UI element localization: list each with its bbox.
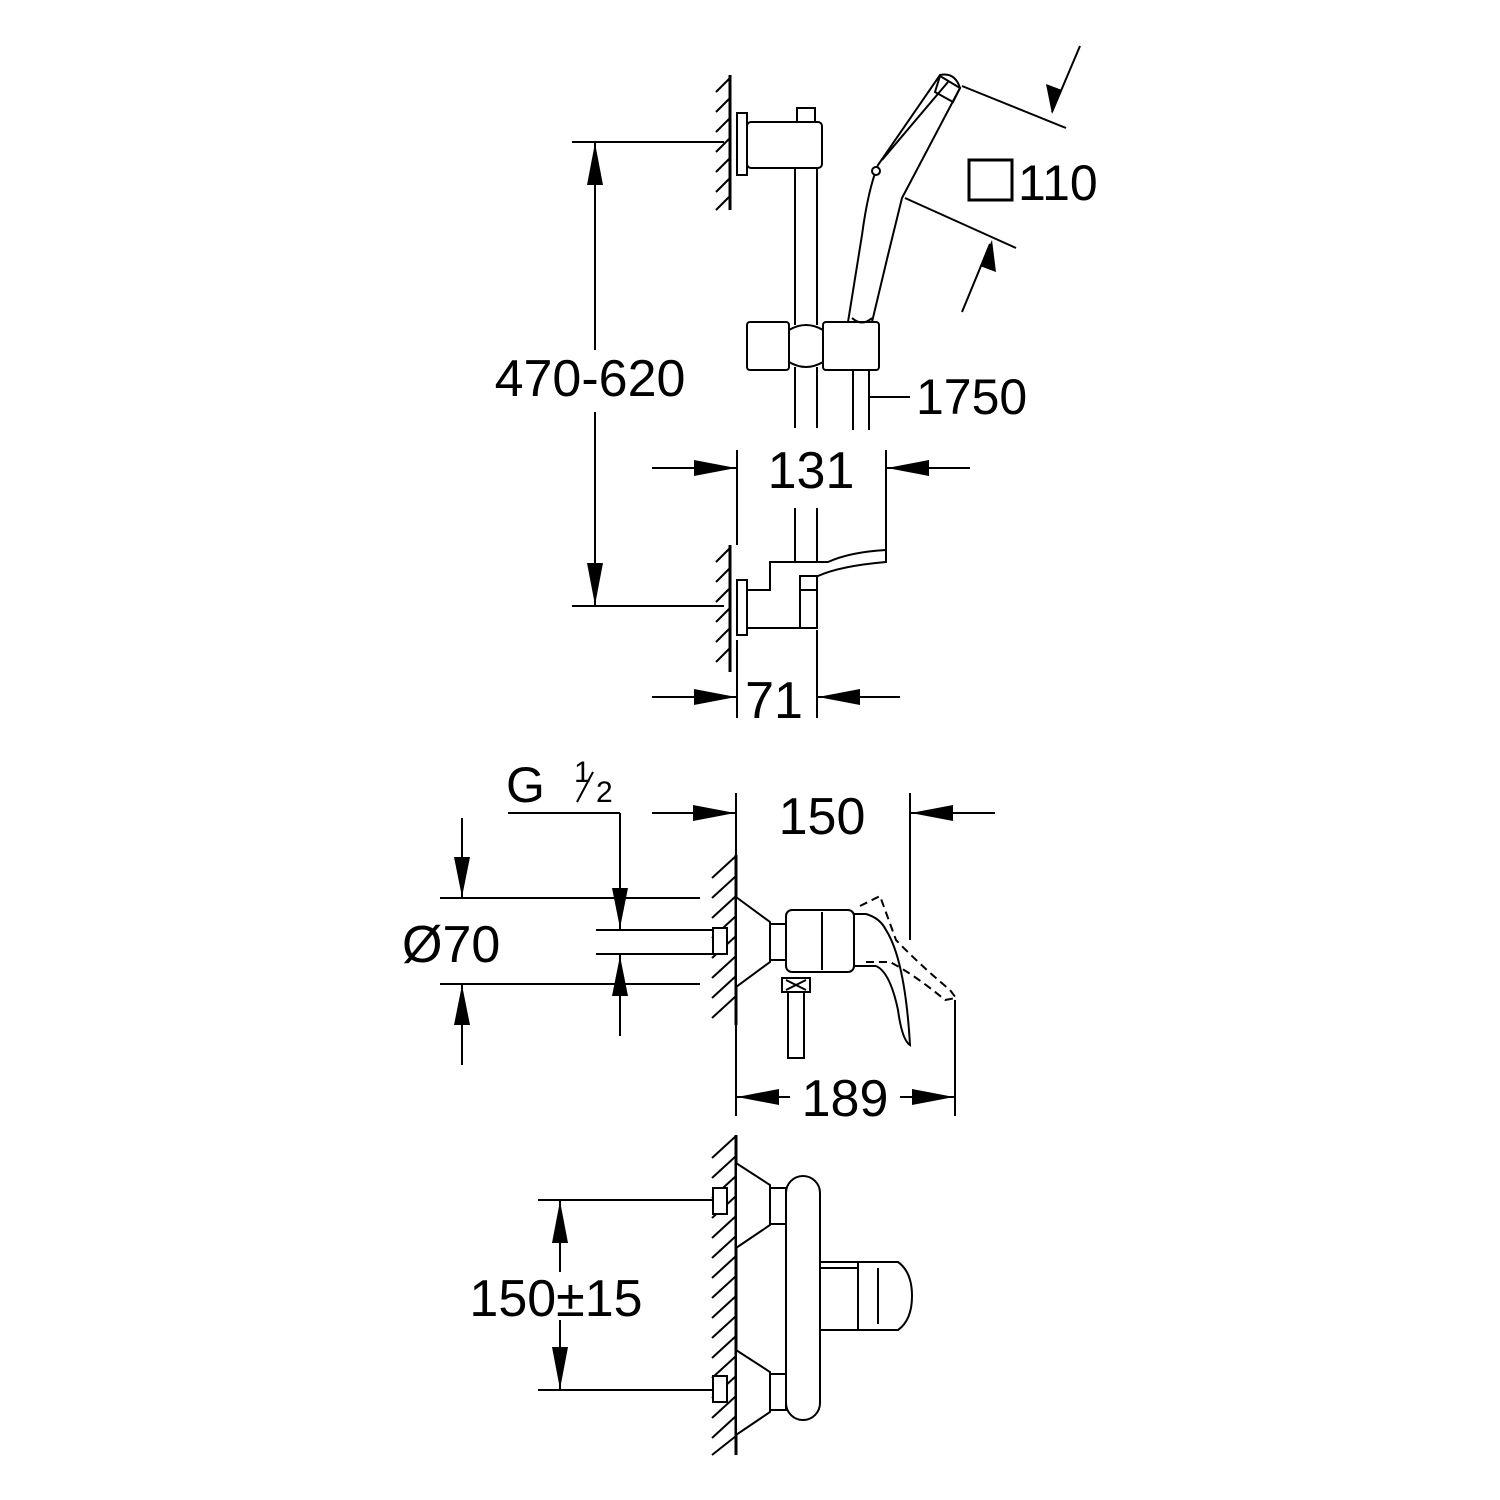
dim-rosette-diameter <box>440 818 700 1065</box>
wall-mount-depth-label: 71 <box>745 672 803 730</box>
lower-rosette <box>735 1348 771 1437</box>
thread-denominator: 2 <box>596 776 613 809</box>
lever <box>853 913 912 1047</box>
dim-mixer-projection-lever <box>735 1000 956 1116</box>
upper-bracket <box>746 121 823 169</box>
hose-length-label: 1750 <box>916 369 1027 425</box>
lower-inlet-nut <box>712 1375 728 1403</box>
inlet-spacing-label: 150±15 <box>469 1270 642 1328</box>
rosette <box>735 895 771 989</box>
cartridge-housing <box>819 1261 859 1331</box>
mixer-projection-body-label: 150 <box>779 788 866 846</box>
lever-front <box>857 1261 914 1331</box>
mixer-front-view <box>711 1135 914 1456</box>
upper-inlet-nut <box>712 1187 728 1215</box>
lever-open-position <box>859 894 958 1002</box>
square-symbol <box>967 158 1014 202</box>
upper-bracket-rosette <box>736 112 748 176</box>
rail-height-label: 470-620 <box>495 350 686 408</box>
wall-hatch-lower <box>715 545 732 672</box>
thread-numerator: 1 <box>574 756 591 789</box>
upper-bracket-cap <box>796 107 816 123</box>
thread-letter: G <box>506 757 545 813</box>
dim-handshower-size <box>904 45 1081 313</box>
lower-bracket-rosette <box>736 579 748 636</box>
wall-hatch-bottom <box>711 1135 738 1456</box>
upper-rosette <box>735 1161 771 1250</box>
thread-fraction-slash <box>576 771 594 803</box>
rosette-diameter-label: Ø70 <box>402 916 500 974</box>
handshower-size-label: 110 <box>1018 155 1098 211</box>
dim-rail-height <box>572 141 724 607</box>
sliding-holder <box>746 321 880 371</box>
mixer-body-front <box>785 1175 821 1421</box>
hand-shower <box>846 73 962 324</box>
wall-hatch-upper <box>715 75 732 211</box>
slide-rail <box>794 168 818 428</box>
mixer-body <box>785 909 855 973</box>
dim-holder-projection <box>652 450 970 550</box>
upper-union-nut <box>769 1187 787 1225</box>
holder-projection-label: 131 <box>768 442 855 500</box>
lower-union-nut <box>769 1373 787 1411</box>
lower-bracket <box>746 508 887 629</box>
mixer-projection-lever-label: 189 <box>802 1070 889 1128</box>
dim-thread <box>508 812 712 1036</box>
outlet-pipe <box>787 991 805 1059</box>
mixer-side-view <box>711 855 958 1059</box>
nut-left <box>769 923 787 961</box>
shower-rail-set <box>715 73 962 672</box>
dim-inlet-spacing <box>538 1199 713 1391</box>
dim-wall-mount-depth <box>652 630 900 718</box>
inlet-nut <box>712 927 728 955</box>
shower-hose <box>852 370 870 430</box>
dim-mixer-projection-body <box>652 793 995 940</box>
